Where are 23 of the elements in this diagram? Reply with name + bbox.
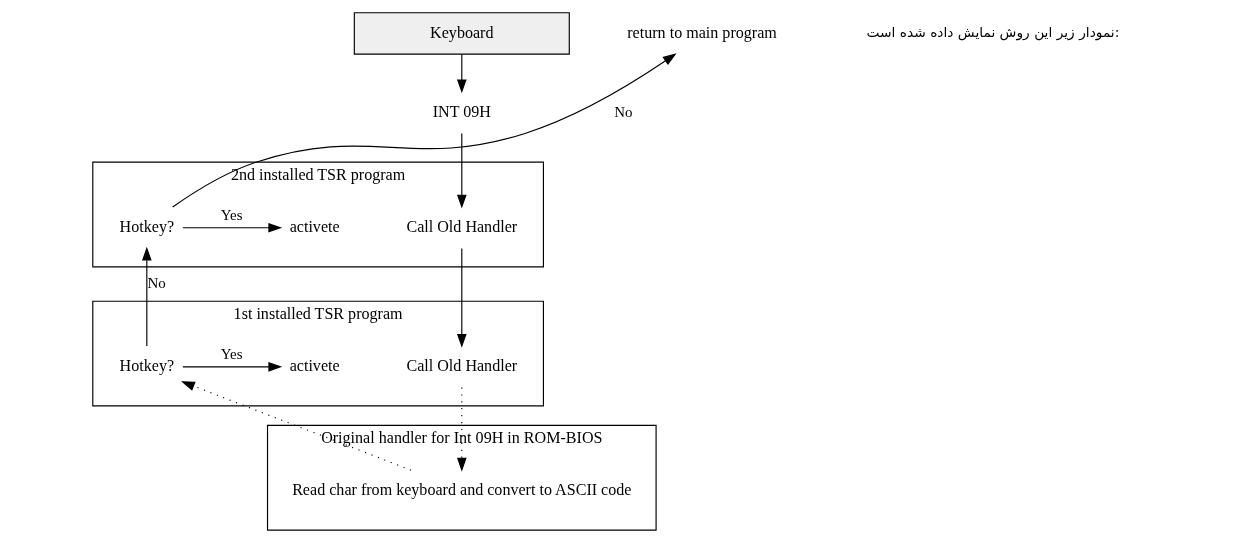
node-text: return to main program [627, 23, 777, 41]
label: نمودار زیر این روش نمایش داده شده است: [866, 24, 1120, 40]
node-text: activete [289, 217, 340, 235]
arrow [456, 247, 467, 348]
node-text: Call Old Handler [406, 217, 518, 235]
node-text: Read char from keyboard and convert to ASCII code [292, 481, 632, 499]
edge-label: Yes [220, 207, 243, 224]
arrow [182, 361, 283, 372]
arrow [456, 53, 467, 94]
node-text: Hotkey? [119, 357, 175, 375]
node-text: INT 09H [432, 103, 491, 121]
edge-label: No [614, 103, 633, 120]
arrow [456, 132, 467, 209]
edge-label: No [147, 274, 166, 291]
edge-label: Yes [220, 346, 243, 363]
arrow [182, 222, 283, 233]
arrow [172, 53, 677, 208]
node-text: activete [289, 357, 340, 375]
arrow [181, 381, 412, 471]
arrow [142, 246, 152, 347]
node-text: Call Old Handler [406, 357, 518, 375]
node-box: Keyboard [353, 12, 570, 55]
node-text: Hotkey? [119, 217, 175, 235]
